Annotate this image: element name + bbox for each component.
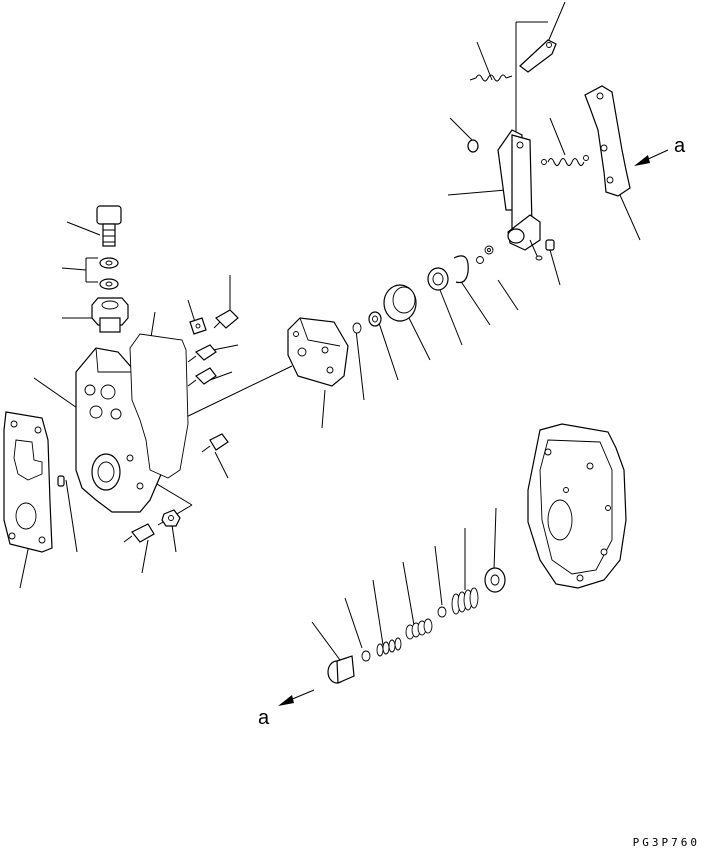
washer-pair	[85, 257, 119, 290]
control-lever	[584, 85, 631, 197]
washer-bottom-2	[437, 606, 447, 618]
bolt-small-3	[187, 367, 217, 387]
snap-ring-small	[467, 139, 479, 153]
governor-housing	[75, 347, 163, 513]
nut-housing-bottom	[161, 509, 181, 527]
governor-lever-assembly	[497, 129, 543, 261]
leader-lines	[19, 1, 641, 661]
washer-small	[352, 322, 362, 334]
lever-bracket-top	[519, 39, 557, 73]
tension-spring-small	[469, 74, 513, 82]
oil-seal	[427, 267, 449, 291]
spring-medium-bottom	[405, 618, 433, 640]
washer-tiny-2	[476, 256, 484, 264]
washer-tiny-1	[484, 245, 494, 255]
view-label-a-bottom: a	[258, 707, 270, 729]
view-arrow-top: a	[634, 135, 686, 166]
cam-block	[287, 317, 349, 387]
bolt-small-4	[201, 433, 229, 453]
housing-gasket	[3, 411, 53, 553]
dowel-pin	[57, 475, 65, 487]
hex-bolt-long	[96, 205, 122, 247]
washer-medium	[368, 311, 382, 327]
plug-nut	[91, 297, 129, 333]
bushing	[383, 284, 417, 322]
washer-bottom-1	[361, 650, 371, 662]
bolt-housing-bottom	[123, 523, 155, 543]
spring-large-bottom	[451, 587, 479, 615]
tension-spring-medium	[541, 155, 589, 166]
view-label-a-top: a	[674, 135, 686, 157]
drawing-code: PG3P760	[632, 836, 700, 849]
bracket-clip	[189, 317, 207, 335]
bolt-small-1	[213, 309, 239, 329]
governor-cover	[527, 423, 627, 589]
bolt-small-2	[187, 344, 217, 363]
adjusting-bolt	[327, 655, 355, 684]
pin-small	[545, 239, 555, 251]
housing-gasket-top	[129, 333, 189, 479]
circlip	[453, 255, 469, 284]
view-arrow-bottom: a	[258, 689, 315, 729]
spring-small-bottom	[376, 637, 402, 657]
lock-nut-bottom	[484, 567, 506, 593]
